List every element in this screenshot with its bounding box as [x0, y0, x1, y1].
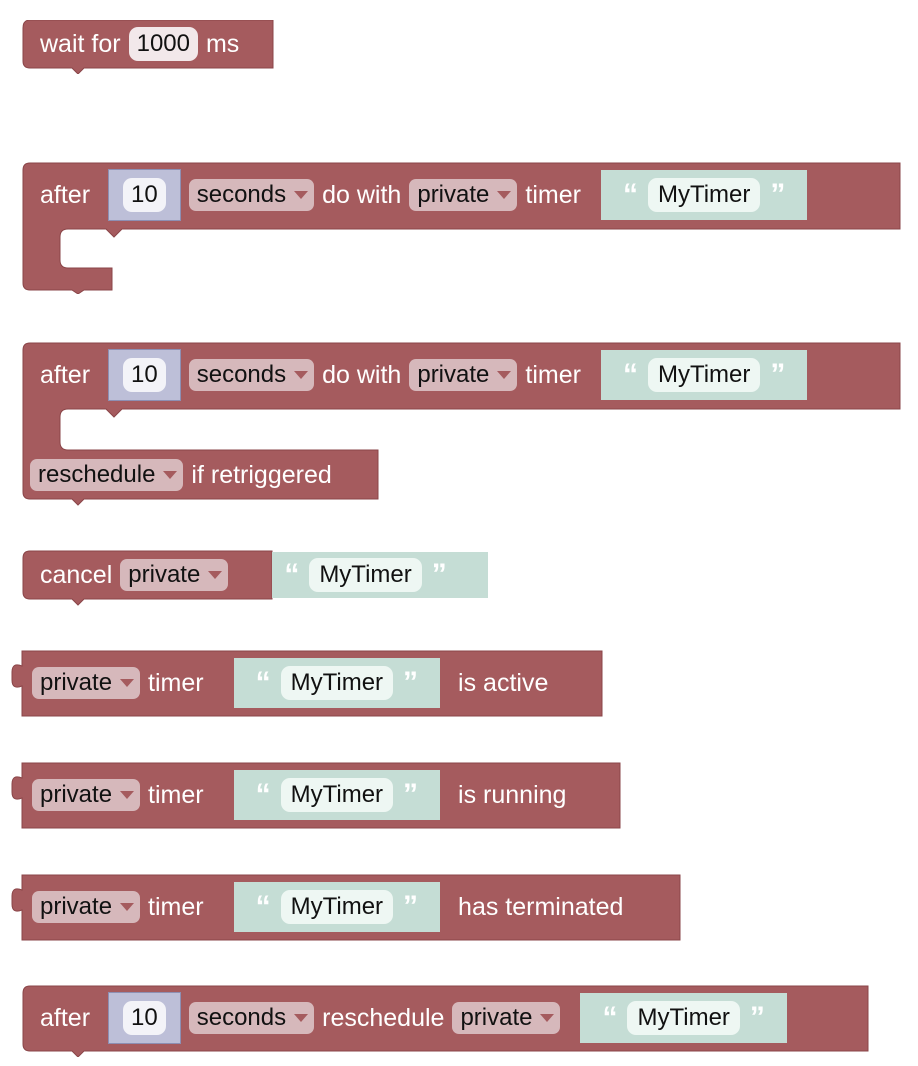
timer-label: timer — [148, 892, 204, 921]
open-quote-icon: “ — [255, 666, 271, 699]
timer-name-field[interactable]: MyTimer — [647, 178, 761, 212]
open-quote-icon: “ — [284, 558, 300, 591]
seconds-value-field[interactable]: 10 — [123, 178, 166, 212]
timer-name-text-block[interactable]: “ MyTimer ” — [262, 552, 468, 598]
close-quote-icon: ” — [403, 666, 419, 699]
is-running-label: is running — [458, 780, 567, 809]
unit-dropdown-label: seconds — [196, 1004, 287, 1031]
seconds-value-field[interactable]: 10 — [123, 358, 166, 392]
close-quote-icon: ” — [770, 178, 786, 211]
timer-name-text-block[interactable]: “ MyTimer ” — [580, 993, 787, 1043]
retrigger-mode-label: reschedule — [38, 461, 156, 488]
scope-dropdown[interactable]: private — [409, 359, 518, 391]
timer-name-text-block[interactable]: “ MyTimer ” — [233, 882, 441, 932]
timer-label: timer — [525, 180, 581, 209]
timer-label: timer — [148, 668, 204, 697]
open-quote-icon: “ — [255, 890, 271, 923]
scope-dropdown[interactable]: private — [452, 1002, 561, 1034]
unit-dropdown[interactable]: seconds — [188, 359, 315, 391]
chevron-down-icon — [120, 791, 135, 799]
open-quote-icon: “ — [255, 778, 271, 811]
close-quote-icon: ” — [431, 558, 447, 591]
seconds-number-block[interactable]: 10 — [108, 992, 181, 1044]
after-label: after — [40, 1003, 91, 1032]
scope-dropdown-label: private — [40, 669, 113, 696]
scope-dropdown-label: private — [460, 1004, 533, 1031]
scope-dropdown-label: private — [40, 781, 113, 808]
timer-name-field[interactable]: MyTimer — [280, 890, 394, 924]
do-with-label: do with — [322, 360, 402, 389]
scope-dropdown-label: private — [128, 561, 201, 588]
reschedule-timer-block[interactable]: after 10 seconds reschedule private “ MyT… — [22, 985, 870, 1057]
close-quote-icon: ” — [749, 1001, 765, 1034]
scope-dropdown[interactable]: private — [409, 179, 518, 211]
scope-dropdown[interactable]: private — [32, 667, 141, 699]
chevron-down-icon — [497, 371, 512, 379]
scope-dropdown-label: private — [40, 893, 113, 920]
timer-is-running-block[interactable]: private timer “ MyTimer ” is running — [8, 762, 624, 830]
seconds-value-field[interactable]: 10 — [123, 1001, 166, 1035]
wait-unit-label: ms — [205, 29, 240, 58]
timer-name-text-block[interactable]: “ MyTimer ” — [600, 350, 808, 400]
scope-dropdown-label: private — [417, 181, 490, 208]
chevron-down-icon — [294, 191, 309, 199]
timer-name-text-block[interactable]: “ MyTimer ” — [233, 658, 441, 708]
unit-dropdown-label: seconds — [196, 181, 287, 208]
chevron-down-icon — [294, 371, 309, 379]
after-label: after — [40, 360, 91, 389]
timer-name-text-block[interactable]: “ MyTimer ” — [600, 170, 808, 220]
open-quote-icon: “ — [622, 178, 638, 211]
timer-name-field[interactable]: MyTimer — [647, 358, 761, 392]
reschedule-label: reschedule — [322, 1003, 445, 1032]
timer-label: timer — [525, 360, 581, 389]
unit-dropdown[interactable]: seconds — [188, 1002, 315, 1034]
chevron-down-icon — [294, 1014, 309, 1022]
close-quote-icon: ” — [403, 890, 419, 923]
do-with-label: do with — [322, 180, 402, 209]
seconds-number-block[interactable]: 10 — [108, 169, 181, 221]
timer-is-active-block[interactable]: private timer “ MyTimer ” is active — [8, 650, 604, 718]
seconds-number-block[interactable]: 10 — [108, 349, 181, 401]
cancel-timer-block[interactable]: cancel private “ MyTimer ” — [22, 550, 492, 608]
chevron-down-icon — [497, 191, 512, 199]
after-do-retrigger-block[interactable]: after 10 seconds do with private timer “… — [22, 342, 902, 506]
timer-name-field[interactable]: MyTimer — [280, 778, 394, 812]
wait-for-label: wait for — [40, 29, 121, 58]
scope-dropdown[interactable]: private — [32, 891, 141, 923]
unit-dropdown-label: seconds — [196, 361, 287, 388]
chevron-down-icon — [120, 903, 135, 911]
close-quote-icon: ” — [403, 778, 419, 811]
unit-dropdown[interactable]: seconds — [188, 179, 315, 211]
timer-name-text-block[interactable]: “ MyTimer ” — [233, 770, 441, 820]
has-terminated-label: has terminated — [458, 892, 624, 921]
timer-has-terminated-block[interactable]: private timer “ MyTimer ” has terminated — [8, 874, 684, 942]
if-retriggered-label: if retriggered — [191, 460, 332, 489]
timer-name-field[interactable]: MyTimer — [280, 666, 394, 700]
wait-duration-field[interactable]: 1000 — [128, 27, 198, 61]
close-quote-icon: ” — [770, 358, 786, 391]
chevron-down-icon — [540, 1014, 555, 1022]
chevron-down-icon — [120, 679, 135, 687]
chevron-down-icon — [208, 571, 223, 579]
scope-dropdown-label: private — [417, 361, 490, 388]
scope-dropdown[interactable]: private — [32, 779, 141, 811]
chevron-down-icon — [163, 471, 178, 479]
scope-dropdown[interactable]: private — [120, 559, 229, 591]
after-label: after — [40, 180, 91, 209]
wait-for-block[interactable]: wait for 1000 ms — [22, 20, 274, 74]
after-do-block[interactable]: after 10 seconds do with private timer “… — [22, 162, 902, 294]
open-quote-icon: “ — [622, 358, 638, 391]
timer-name-field[interactable]: MyTimer — [309, 558, 422, 592]
is-active-label: is active — [458, 668, 549, 697]
cancel-label: cancel — [40, 560, 113, 589]
timer-name-field[interactable]: MyTimer — [627, 1001, 740, 1035]
open-quote-icon: “ — [602, 1001, 618, 1034]
retrigger-mode-dropdown[interactable]: reschedule — [30, 459, 184, 491]
timer-label: timer — [148, 780, 204, 809]
